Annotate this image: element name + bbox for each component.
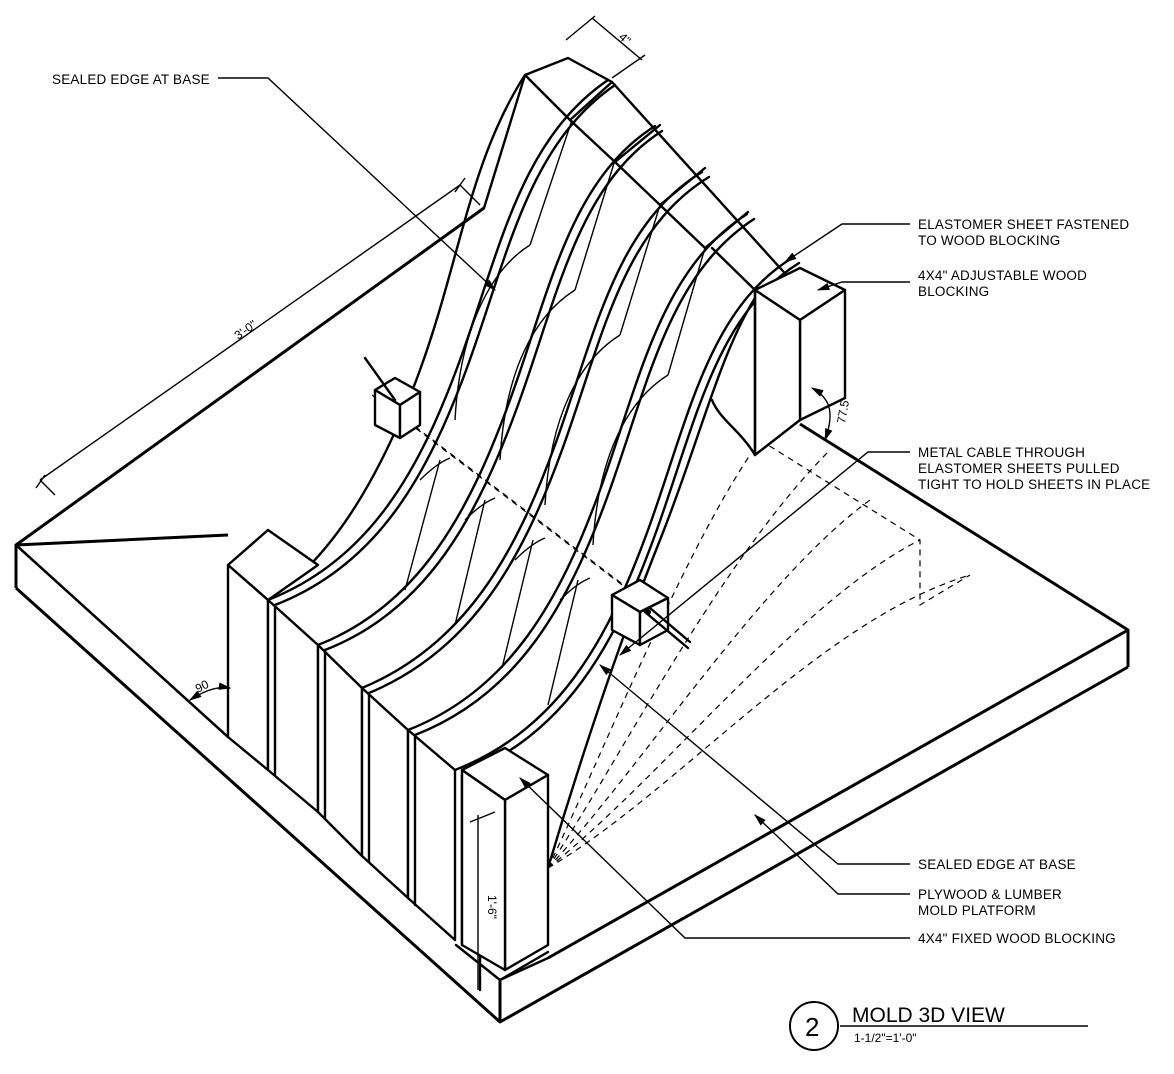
drawing-title: MOLD 3D VIEW xyxy=(852,1004,1005,1027)
dimension-77-5-angle: 77.5 xyxy=(810,387,852,442)
title-block: 2 MOLD 3D VIEW 1-1/2"=1'-0" xyxy=(789,1001,1088,1051)
top-blocking-stack xyxy=(482,56,802,292)
callout-platform-line1: PLYWOOD & LUMBER xyxy=(918,887,1062,902)
dimension-height-label: 1'-6" xyxy=(485,895,499,919)
dimension-90-angle: 90 xyxy=(188,677,232,701)
dimension-4in-label: 4" xyxy=(616,30,633,48)
elastomer-sheets xyxy=(266,73,801,870)
drawing-number: 2 xyxy=(805,1012,819,1042)
callout-adjustable-line1: 4X4" ADJUSTABLE WOOD xyxy=(918,268,1087,283)
callout-platform-line2: MOLD PLATFORM xyxy=(918,903,1036,918)
mold-platform xyxy=(14,206,1130,1024)
callout-fixed-blocking: 4X4" FIXED WOOD BLOCKING xyxy=(918,931,1116,946)
callout-sealed-edge-bottom: SEALED EDGE AT BASE xyxy=(918,857,1076,872)
callout-sealed-edge-top: SEALED EDGE AT BASE xyxy=(52,72,210,87)
callout-elastomer-line1: ELASTOMER SHEET FASTENED xyxy=(918,217,1129,232)
dimension-3ft: 3'-0" xyxy=(35,177,481,496)
dimension-height: 1'-6" xyxy=(469,811,499,990)
dimension-77-5-label: 77.5 xyxy=(834,399,852,425)
cable-anchor-blocks xyxy=(363,356,692,650)
callout-cable-line2: ELASTOMER SHEETS PULLED xyxy=(918,461,1120,476)
mold-hidden-curves xyxy=(371,394,971,869)
callout-cable-line3: TIGHT TO HOLD SHEETS IN PLACE xyxy=(918,477,1150,492)
callout-cable-line1: METAL CABLE THROUGH xyxy=(918,445,1085,460)
dimension-90-label: 90 xyxy=(193,677,212,696)
drawing-scale: 1-1/2"=1'-0" xyxy=(854,1031,917,1045)
fixed-wood-blocking xyxy=(226,528,550,972)
dimension-3ft-label: 3'-0" xyxy=(232,317,260,342)
callout-adjustable-line2: BLOCKING xyxy=(918,284,989,299)
dimension-4in: 4" xyxy=(565,15,646,79)
leader-lines xyxy=(218,77,910,939)
adjustable-wood-block xyxy=(710,246,847,457)
callout-elastomer-line2: TO WOOD BLOCKING xyxy=(918,233,1060,248)
